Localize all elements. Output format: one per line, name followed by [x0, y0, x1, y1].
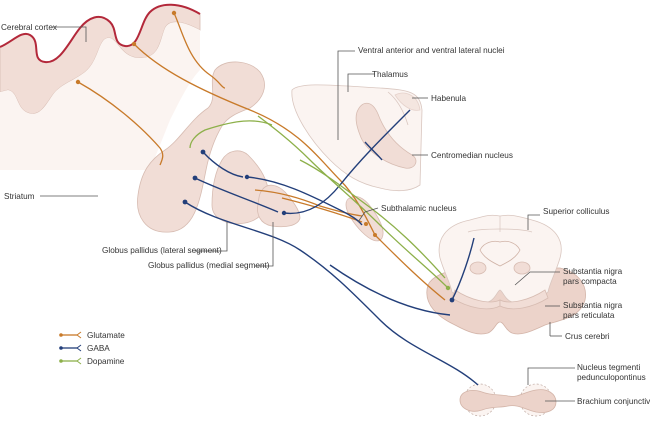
substantia-nigra-pars-compacta-right	[499, 289, 549, 310]
label-striatum: Striatum	[4, 192, 35, 201]
label-thalamus: Thalamus	[372, 70, 408, 79]
label-subthalamic: Subthalamic nucleus	[381, 204, 457, 213]
legend-label-gaba: GABA	[87, 344, 110, 353]
label-brachium: Brachium conjunctivum	[577, 397, 650, 406]
label-snr-line1: Substantia nigra	[563, 301, 623, 310]
label-snr-line2: pars reticulata	[563, 311, 615, 320]
label-ventral-nuclei: Ventral anterior and ventral lateral nuc…	[358, 46, 505, 55]
leader-lines	[40, 26, 575, 402]
striatum	[137, 61, 265, 233]
legend-item-gaba: GABA	[59, 344, 110, 353]
legend: Glutamate GABA Dopamine	[59, 331, 125, 366]
cerebral-aqueduct	[479, 240, 521, 267]
habenula	[394, 92, 421, 111]
midbrain	[426, 214, 586, 335]
legend-item-dopamine: Dopamine	[59, 357, 125, 366]
label-crus-cerebri: Crus cerebri	[565, 332, 610, 341]
label-snc-line1: Substantia nigra	[563, 267, 623, 276]
glutamate-pathways	[75, 10, 446, 301]
subthalamic-nucleus	[345, 196, 384, 242]
globus-pallidus-medial	[257, 184, 301, 228]
thalamus	[291, 84, 423, 192]
label-gp-medial: Globus pallidus (medial segment)	[148, 261, 270, 270]
label-gp-lateral: Globus pallidus (lateral segment)	[102, 246, 222, 255]
label-snc-line2: pars compacta	[563, 277, 617, 286]
legend-label-dopamine: Dopamine	[87, 357, 125, 366]
gaba-pathways	[182, 109, 479, 386]
label-cerebral-cortex: Cerebral cortex	[1, 23, 57, 32]
label-ntp-line1: Nucleus tegmenti	[577, 363, 640, 372]
dopamine-pathways	[189, 115, 451, 291]
legend-item-glutamate: Glutamate	[59, 331, 125, 340]
cortex-surface	[0, 3, 201, 64]
label-superior-colliculus: Superior colliculus	[543, 207, 609, 216]
legend-label-glutamate: Glutamate	[87, 331, 125, 340]
label-centromedian: Centromedian nucleus	[431, 151, 513, 160]
label-habenula: Habenula	[431, 94, 466, 103]
label-ntp-line2: pedunculopontinus	[577, 373, 646, 382]
brachium-conjunctivum	[459, 383, 557, 417]
centromedian-nucleus	[355, 102, 417, 169]
